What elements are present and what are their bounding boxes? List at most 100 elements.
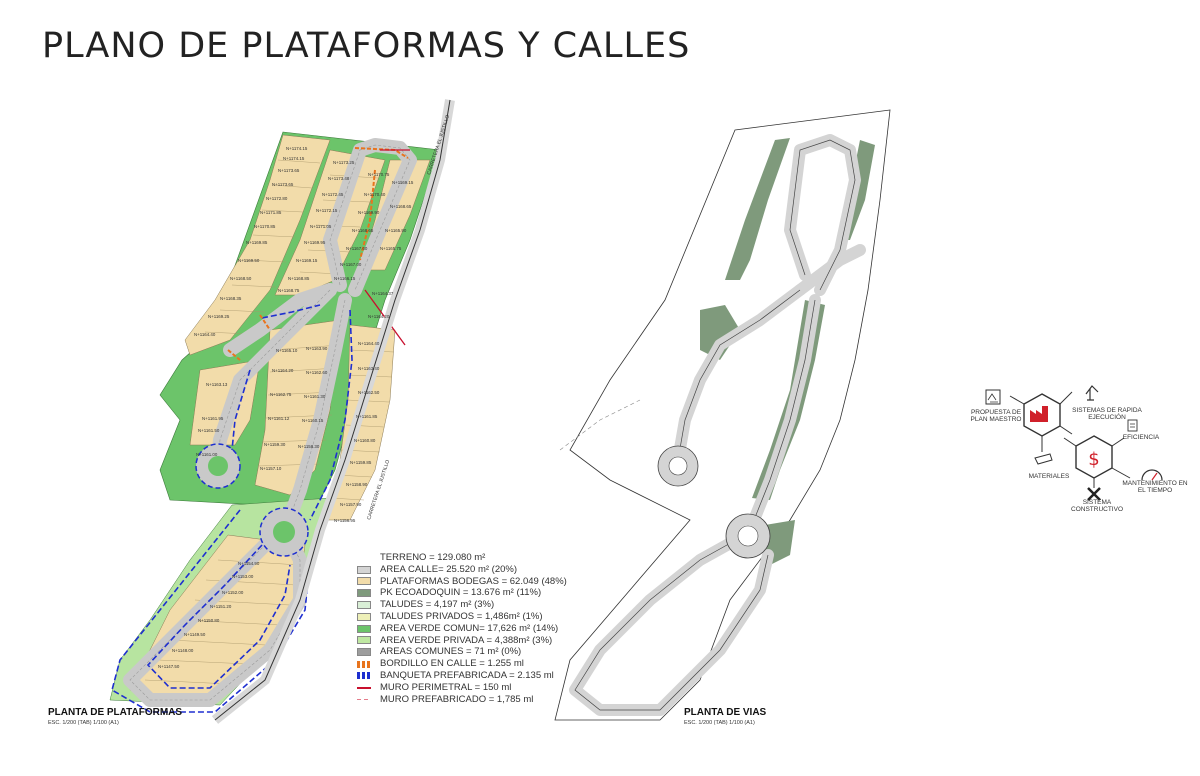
lot-level-label: N+1174.15 <box>286 146 308 151</box>
factory-icon <box>1023 393 1061 437</box>
lot-level-label: N+1169.15 <box>296 258 318 263</box>
legend-item: BORDILLO EN CALLE = 1.255 ml <box>357 658 567 670</box>
lot-level-label: N+1162.50 <box>358 390 380 395</box>
lot-level-label: N+1168.65 <box>352 228 374 233</box>
lot-level-label: N+1168.85 <box>288 276 310 281</box>
lot-level-label: N+1152.00 <box>222 590 244 595</box>
legend-swatch <box>357 577 371 586</box>
lot-level-label: N+1172.80 <box>266 196 288 201</box>
legend-item: TALUDES = 4,197 m² (3%) <box>357 599 567 611</box>
legend-item: AREAS COMUNES = 71 m² (0%) <box>357 646 567 658</box>
lot-level-label: N+1165.75 <box>380 246 402 251</box>
caption-planta-vias: PLANTA DE VIAS <box>684 707 767 718</box>
lot-level-label: N+1149.50 <box>184 632 206 637</box>
lot-level-label: N+1170.85 <box>254 224 276 229</box>
legend-label: MURO PREFABRICADO = 1,785 ml <box>380 693 534 705</box>
lot-level-label: N+1164.20 <box>272 368 294 373</box>
lot-level-label: N+1163.13 <box>206 382 228 387</box>
lot-level-label: N+1160.15 <box>302 418 324 423</box>
lot-level-label: N+1169.15 <box>392 180 414 185</box>
label-rapida-ejecucion: SISTEMAS DE RAPIDA EJECUCIÓN <box>1072 407 1142 421</box>
lot-level-label: N+1156.95 <box>334 518 356 523</box>
legend-swatch <box>357 589 371 598</box>
legend-swatch <box>357 612 371 621</box>
lot-level-label: N+1160.80 <box>354 438 376 443</box>
lot-level-label: N+1169.95 <box>304 240 326 245</box>
roundabout-west-island <box>208 456 228 476</box>
lot-level-label: N+1163.40 <box>358 366 380 371</box>
lot-level-label: N+1168.50 <box>230 276 252 281</box>
legend-label: TALUDES PRIVADOS = 1,486m² (1%) <box>380 610 543 622</box>
lot-level-label: N+1164.40 <box>358 341 380 346</box>
legend-swatch <box>357 636 371 645</box>
page-title: PLANO DE PLATAFORMAS Y CALLES <box>42 26 691 66</box>
scale-planta-plataformas: ESC. 1/200 (TAB) 1/100 (A1) <box>48 720 119 726</box>
gauge-icon <box>1141 469 1163 481</box>
legend-item: PK ECOADOQUIN = 13.676 m² (11%) <box>357 587 567 599</box>
legend-item: AREA CALLE= 25.520 m² (20%) <box>357 564 567 576</box>
lot-level-label: N+1173.48 <box>328 176 350 181</box>
lot-level-label: N+1173.25 <box>333 160 355 165</box>
lot-level-label: N+1161.95 <box>202 416 224 421</box>
lot-level-label: N+1158.90 <box>346 482 368 487</box>
tools-icon <box>1087 487 1101 501</box>
legend-item: MURO PREFABRICADO = 1,785 ml <box>357 694 567 706</box>
lot-level-label: N+1164.20 <box>368 314 390 319</box>
lot-level-label: N+1159.85 <box>350 460 372 465</box>
lot-level-label: N+1150.80 <box>198 618 220 623</box>
lot-level-label: N+1170.40 <box>364 192 386 197</box>
lot-level-label: N+1167.00 <box>340 262 362 267</box>
legend-label: AREA VERDE COMUN= 17,626 m² (14%) <box>380 622 559 634</box>
lot-level-label: N+1153.00 <box>232 574 254 579</box>
legend-item: AREA VERDE PRIVADA = 4,388m² (3%) <box>357 635 567 647</box>
legend-swatch <box>357 601 371 610</box>
legend-item: MURO PERIMETRAL = 150 ml <box>357 682 567 694</box>
legend-item: TALUDES PRIVADOS = 1,486m² (1%) <box>357 611 567 623</box>
lot-level-label: N+1163.90 <box>306 346 328 351</box>
lot-level-label: N+1174.15 <box>283 156 305 161</box>
lot-level-label: N+1168.65 <box>390 204 412 209</box>
legend-swatch <box>357 565 371 574</box>
lot-level-label: N+1162.60 <box>306 370 328 375</box>
lot-level-label: N+1171.85 <box>260 210 282 215</box>
blueprint-icon <box>985 389 1001 405</box>
legend-item: AREA VERDE COMUN= 17,626 m² (14%) <box>357 623 567 635</box>
lot-level-label: N+1165.90 <box>385 228 407 233</box>
lot-level-label: N+1173.65 <box>272 182 294 187</box>
legend-item: PLATAFORMAS BODEGAS = 62.049 (48%) <box>357 576 567 588</box>
lot-level-label: N+1166.15 <box>334 276 356 281</box>
lot-level-label: N+1170.75 <box>368 172 390 177</box>
svg-text:$: $ <box>1088 449 1099 470</box>
vias-edges <box>574 139 856 711</box>
legend-swatch <box>357 686 371 689</box>
legend-label: PK ECOADOQUIN = 13.676 m² (11%) <box>380 587 542 599</box>
lot-level-label: N+1169.85 <box>246 240 268 245</box>
lot-level-label: N+1161.50 <box>198 428 220 433</box>
lot-level-label: N+1151.20 <box>210 604 232 609</box>
dollar-icon: $ <box>1075 435 1113 479</box>
lot-level-label: N+1161.12 <box>268 416 290 421</box>
legend-label: BORDILLO EN CALLE = 1.255 ml <box>380 658 524 670</box>
legend-label: TALUDES = 4,197 m² (3%) <box>380 599 495 611</box>
legend-swatch <box>357 624 371 633</box>
lot-level-label: N+1148.00 <box>172 648 194 653</box>
label-eficiencia: EFICIENCIA <box>1122 434 1160 441</box>
planta-vias <box>554 109 891 721</box>
legend-label: TERRENO = 129.080 m² <box>380 552 486 563</box>
planta-plataformas: CARRETERA EL JUSTILLO CARRETERA EL JUSTI… <box>109 99 455 724</box>
crane-icon <box>1085 385 1099 401</box>
lot-level-label: N+1157.90 <box>340 502 362 507</box>
caption-planta-plataformas: PLANTA DE PLATAFORMAS <box>48 707 183 718</box>
steel-beam-icon <box>1034 453 1053 465</box>
legend-label: MURO PERIMETRAL = 150 ml <box>380 681 512 693</box>
infographic-hexagons: $ <box>985 385 1163 501</box>
lot-level-label: N+1169.50 <box>238 258 260 263</box>
legend-label: AREA CALLE= 25.520 m² (20%) <box>380 563 518 575</box>
lot-level-label: N+1168.35 <box>220 296 242 301</box>
lot-level-label: N+1154.90 <box>238 561 260 566</box>
lot-level-label: N+1172.15 <box>316 208 338 213</box>
calculator-icon <box>1127 419 1138 432</box>
legend-item: BANQUETA PREFABRICADA = 2.135 ml <box>357 670 567 682</box>
lot-level-label: N+1164.37 <box>372 291 394 296</box>
